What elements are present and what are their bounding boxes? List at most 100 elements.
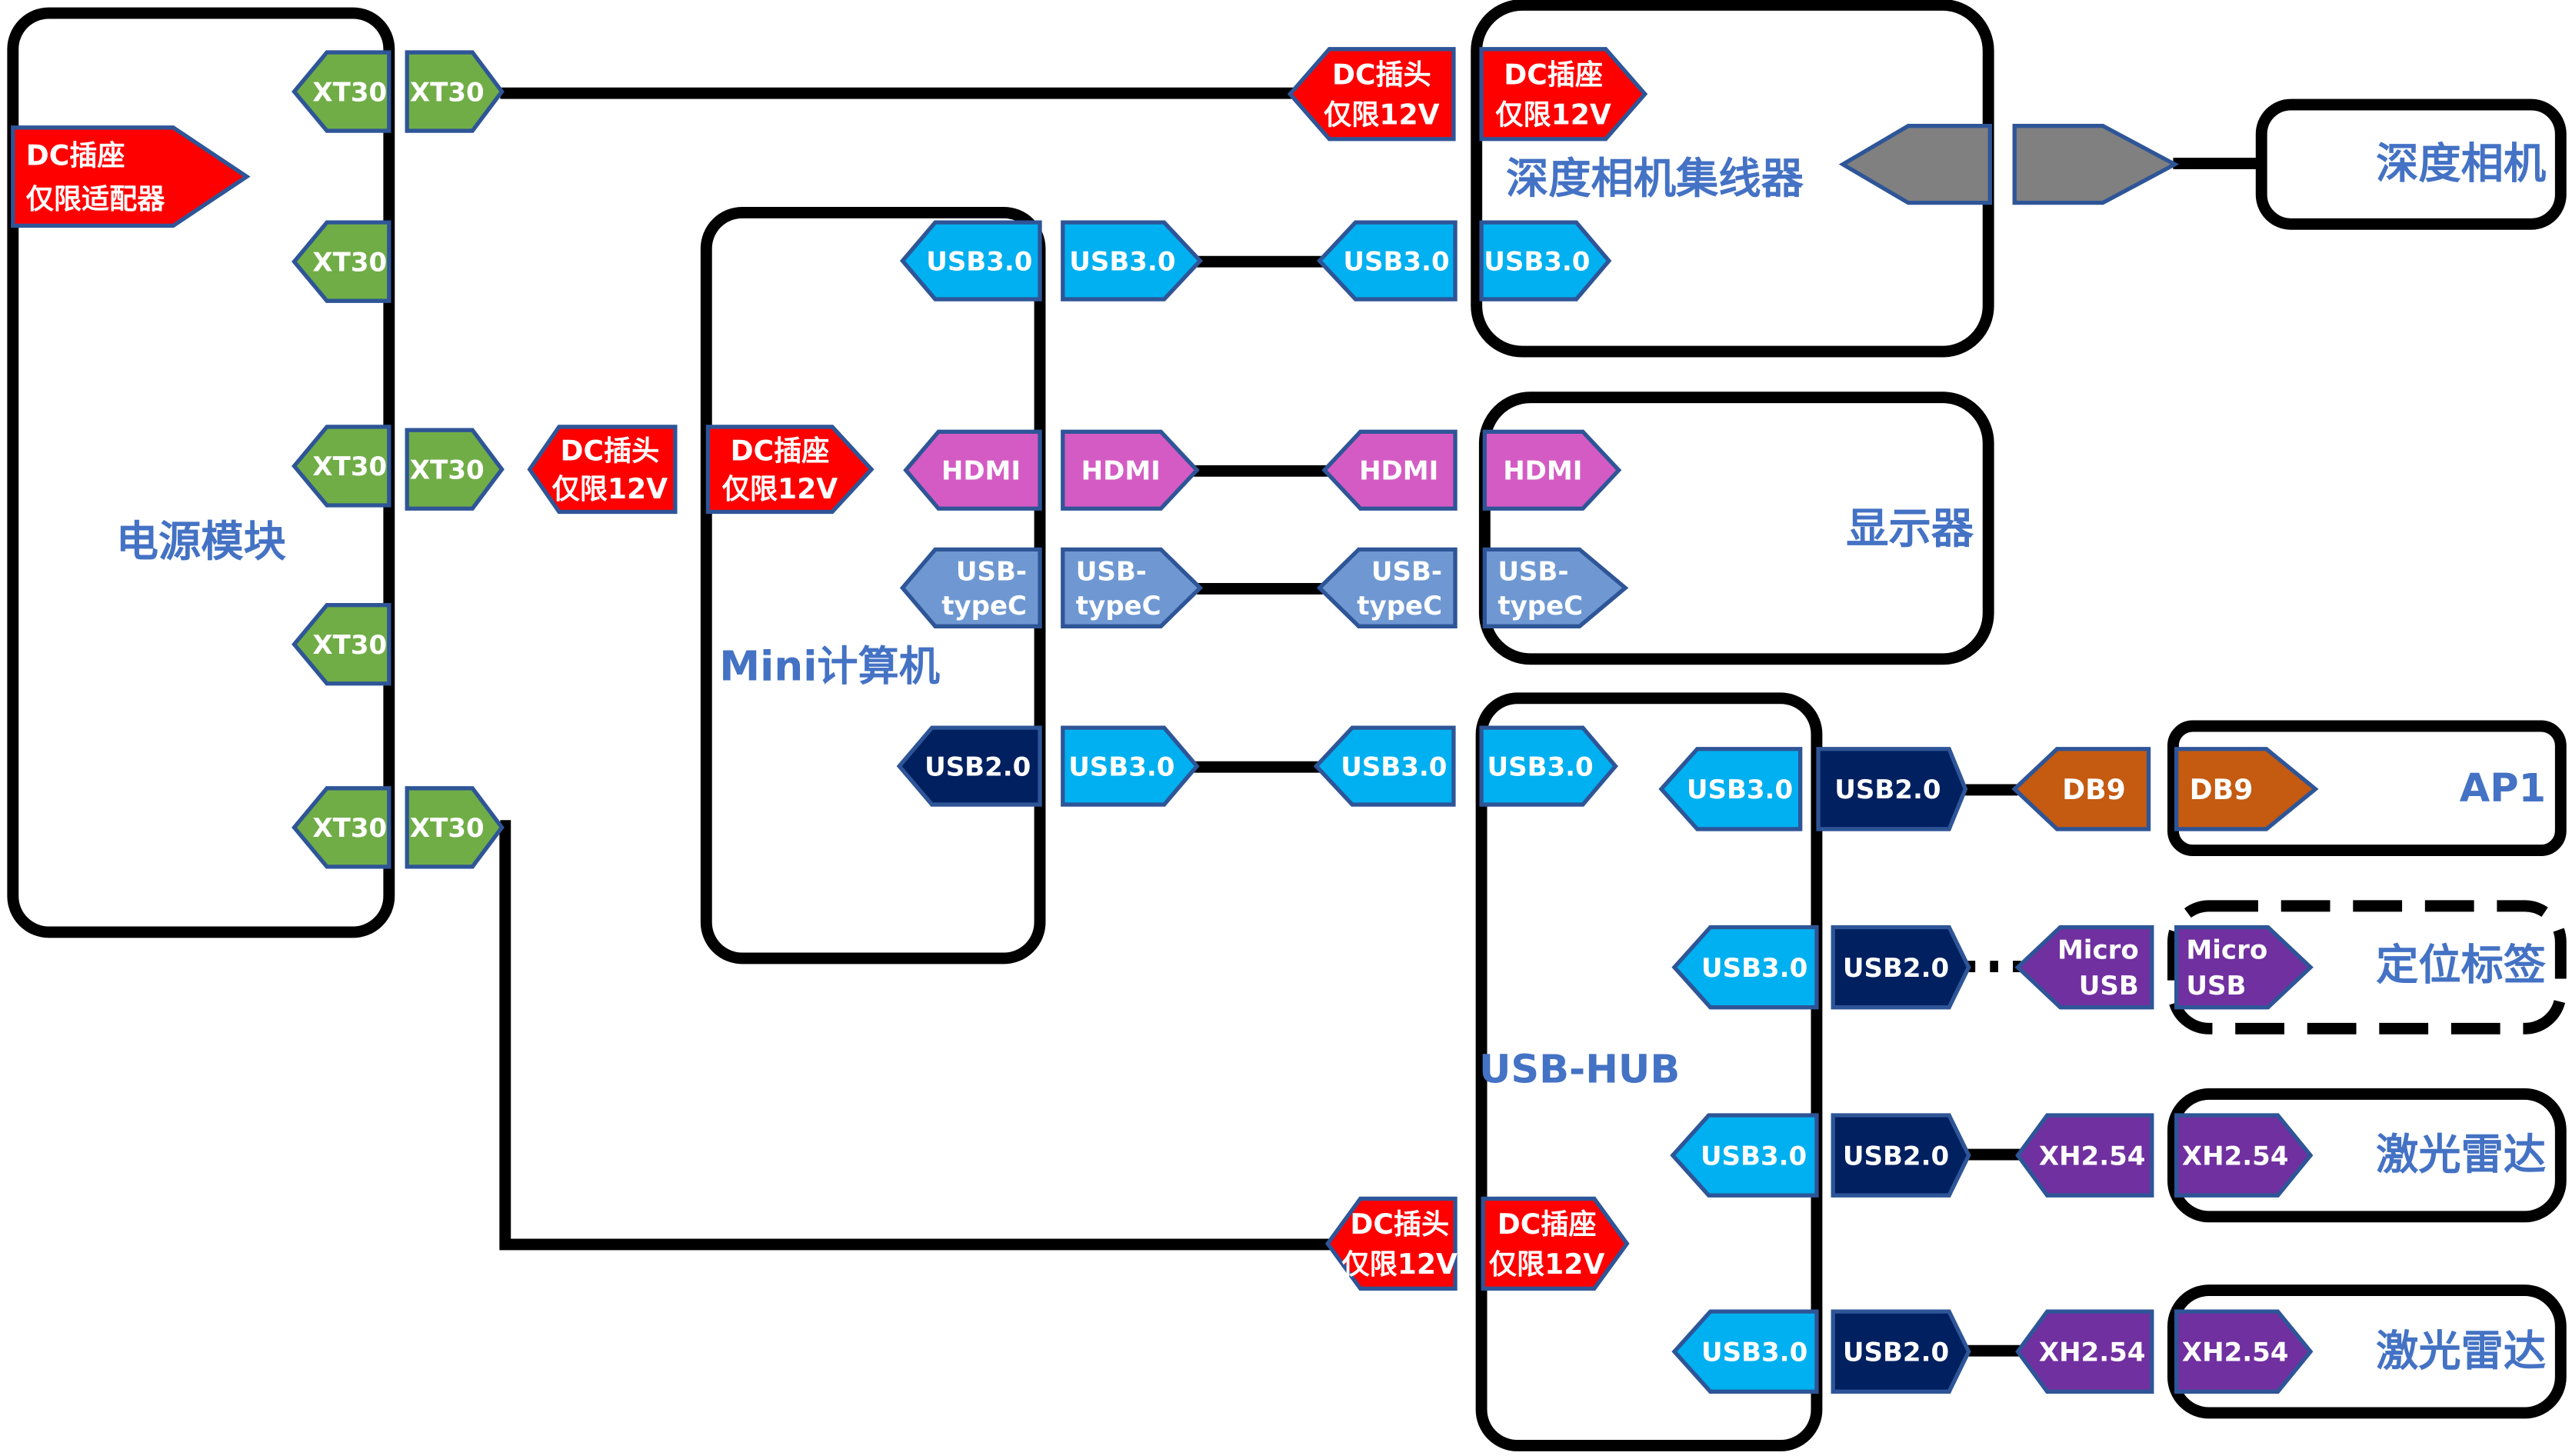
hub-usb3-input-port: USB3.0 <box>1479 725 1618 807</box>
power-xt30-2-shape <box>292 220 391 303</box>
lidar-1-xh254-port-label: XH2.54 <box>2182 1141 2289 1171</box>
power-xt30-2: XT30 <box>292 220 391 303</box>
lidar-1-xh254-port: XH2.54 <box>2174 1113 2314 1198</box>
hub-dc-plug-label: DC插头 <box>1350 1208 1449 1241</box>
cable-xh254-2: XH2.54 <box>2015 1309 2154 1394</box>
pc-usb3-port: USB3.0 <box>899 220 1042 302</box>
display-hdmi-port-shape <box>1482 429 1622 511</box>
cable-typec-display-end: USB-typeC <box>1316 547 1458 628</box>
cable-usb3-pc-end: USB3.0 <box>1061 220 1204 302</box>
cable-typec-pc-end: USB-typeC <box>1061 547 1204 628</box>
cable-xh254-2-shape <box>2015 1309 2154 1394</box>
hub-dc-socket-label: 仅限12V <box>1489 1248 1605 1281</box>
cable-xt30-1: XT30 <box>405 50 505 133</box>
cable-hdmi-display-end-shape <box>1321 429 1458 511</box>
pc-hdmi-port: HDMI <box>903 429 1042 511</box>
locator-micro-usb-port-shape <box>2174 925 2314 1010</box>
hub-usb3-port-1-shape <box>1658 747 1803 831</box>
cable-hdmi-pc-end-shape <box>1061 429 1200 511</box>
power-xt30-4-shape <box>292 603 391 686</box>
hub-dc-plug-label: 仅限12V <box>1342 1248 1458 1281</box>
hub-dc-socket-shape <box>1481 1196 1630 1291</box>
pc-typec-port-label: typeC <box>941 591 1027 621</box>
power-xt30-5: XT30 <box>292 786 391 869</box>
usb-hub-title: USB-HUB <box>1479 1047 1680 1092</box>
cable-usb3-depth-end-label: USB3.0 <box>1343 246 1449 277</box>
cable-usb2-ap1-label: USB2.0 <box>1834 775 1941 805</box>
cable-usb3-depth-end: USB3.0 <box>1316 220 1458 302</box>
hub-usb3-input-port-label: USB3.0 <box>1487 751 1593 782</box>
cable-usb2-locator-shape <box>1831 925 1971 1010</box>
locator-micro-usb-port-label: Micro <box>2186 935 2267 966</box>
depth-hub-usb3-port-label: USB3.0 <box>1484 246 1590 277</box>
cable-usb2-lidar-2-shape <box>1831 1309 1971 1394</box>
cable-xh254-1-shape <box>2015 1113 2154 1198</box>
display-typec-port-label: USB- <box>1498 556 1568 587</box>
cable-xh254-1: XH2.54 <box>2015 1113 2154 1198</box>
hub-usb3-port-1: USB3.0 <box>1658 747 1803 831</box>
cable-typec-pc-end-label: typeC <box>1076 591 1161 621</box>
cable-usb3-hub-pc-end-label: USB3.0 <box>1068 751 1174 782</box>
pc-hdmi-port-label: HDMI <box>941 456 1021 487</box>
cable-usb2-lidar-2: USB2.0 <box>1831 1309 1971 1394</box>
power-xt30-4-label: XT30 <box>312 630 387 661</box>
hub-usb3-port-2: USB3.0 <box>1671 925 1819 1010</box>
pc-dc-plug-label: DC插头 <box>560 435 659 468</box>
ap1-db9-port-label: DB9 <box>2190 773 2254 806</box>
pc-typec-port-shape <box>899 547 1042 628</box>
power-xt30-5-label: XT30 <box>312 813 387 844</box>
pc-hdmi-port-shape <box>903 429 1042 511</box>
cable-xt30-3-shape <box>405 428 505 511</box>
depth-dc-plug-label: 仅限12V <box>1324 98 1440 131</box>
depth-hub-title: 深度相机集线器 <box>1506 155 1804 204</box>
depth-dc-socket-shape <box>1479 47 1648 142</box>
depth-hub-usb3-port-shape <box>1479 220 1612 302</box>
cable-micro-usb-shape <box>2014 925 2154 1010</box>
pc-usb2-port-label: USB2.0 <box>925 751 1031 782</box>
cable-micro-usb-label: Micro <box>2057 935 2139 966</box>
pc-usb3-port-shape <box>899 220 1042 302</box>
pc-usb2-port-shape <box>896 725 1042 807</box>
lidar-2-xh254-port-shape <box>2174 1309 2314 1394</box>
hub-usb3-port-3-shape <box>1670 1113 1819 1198</box>
cable-hdmi-pc-end-label: HDMI <box>1081 456 1161 487</box>
cable-usb2-lidar-1-shape <box>1831 1113 1971 1198</box>
cable-db9: DB9 <box>2011 747 2151 831</box>
cable-usb3-hub-end-label: USB3.0 <box>1341 751 1447 782</box>
hub-usb3-input-port-shape <box>1479 725 1618 807</box>
cable-xt30-1-shape <box>405 50 505 133</box>
power-xt30-1-shape <box>292 50 391 133</box>
depth-dc-socket-label: 仅限12V <box>1495 98 1611 131</box>
cable-usb2-ap1: USB2.0 <box>1816 747 1968 831</box>
pc-dc-plug-label: 仅限12V <box>552 472 668 505</box>
power-xt30-4: XT30 <box>292 603 391 686</box>
ap1-db9-port: DB9 <box>2174 747 2319 831</box>
depth-camera-cable-shape <box>2012 124 2180 205</box>
lidar-1-title: 激光雷达 <box>2376 1131 2546 1180</box>
display-hdmi-port: HDMI <box>1482 429 1622 511</box>
cable-usb2-lidar-1-label: USB2.0 <box>1843 1141 1949 1171</box>
cable-xt30-5: XT30 <box>405 786 505 869</box>
cable-xt30-5-label: XT30 <box>410 813 485 844</box>
depth-hub-out-port-shape <box>1838 124 1992 205</box>
cable-micro-usb-label: USB <box>2079 971 2139 1001</box>
cable-xt30-3-label: XT30 <box>410 455 485 485</box>
power-xt30-3-label: XT30 <box>312 451 387 482</box>
lidar-2-title: 激光雷达 <box>2376 1327 2546 1376</box>
hub-usb3-port-2-label: USB3.0 <box>1701 953 1807 984</box>
lidar-1-xh254-port-shape <box>2174 1113 2314 1198</box>
cable-usb2-lidar-2-label: USB2.0 <box>1843 1337 1949 1368</box>
ap1-title: AP1 <box>2460 766 2546 811</box>
cable-db9-label: DB9 <box>2062 773 2126 806</box>
pc-typec-port-label: USB- <box>956 556 1027 587</box>
pc-usb2-port: USB2.0 <box>896 725 1042 807</box>
depth-dc-plug-label: DC插头 <box>1332 58 1431 91</box>
cable-usb3-pc-end-label: USB3.0 <box>1069 246 1175 277</box>
